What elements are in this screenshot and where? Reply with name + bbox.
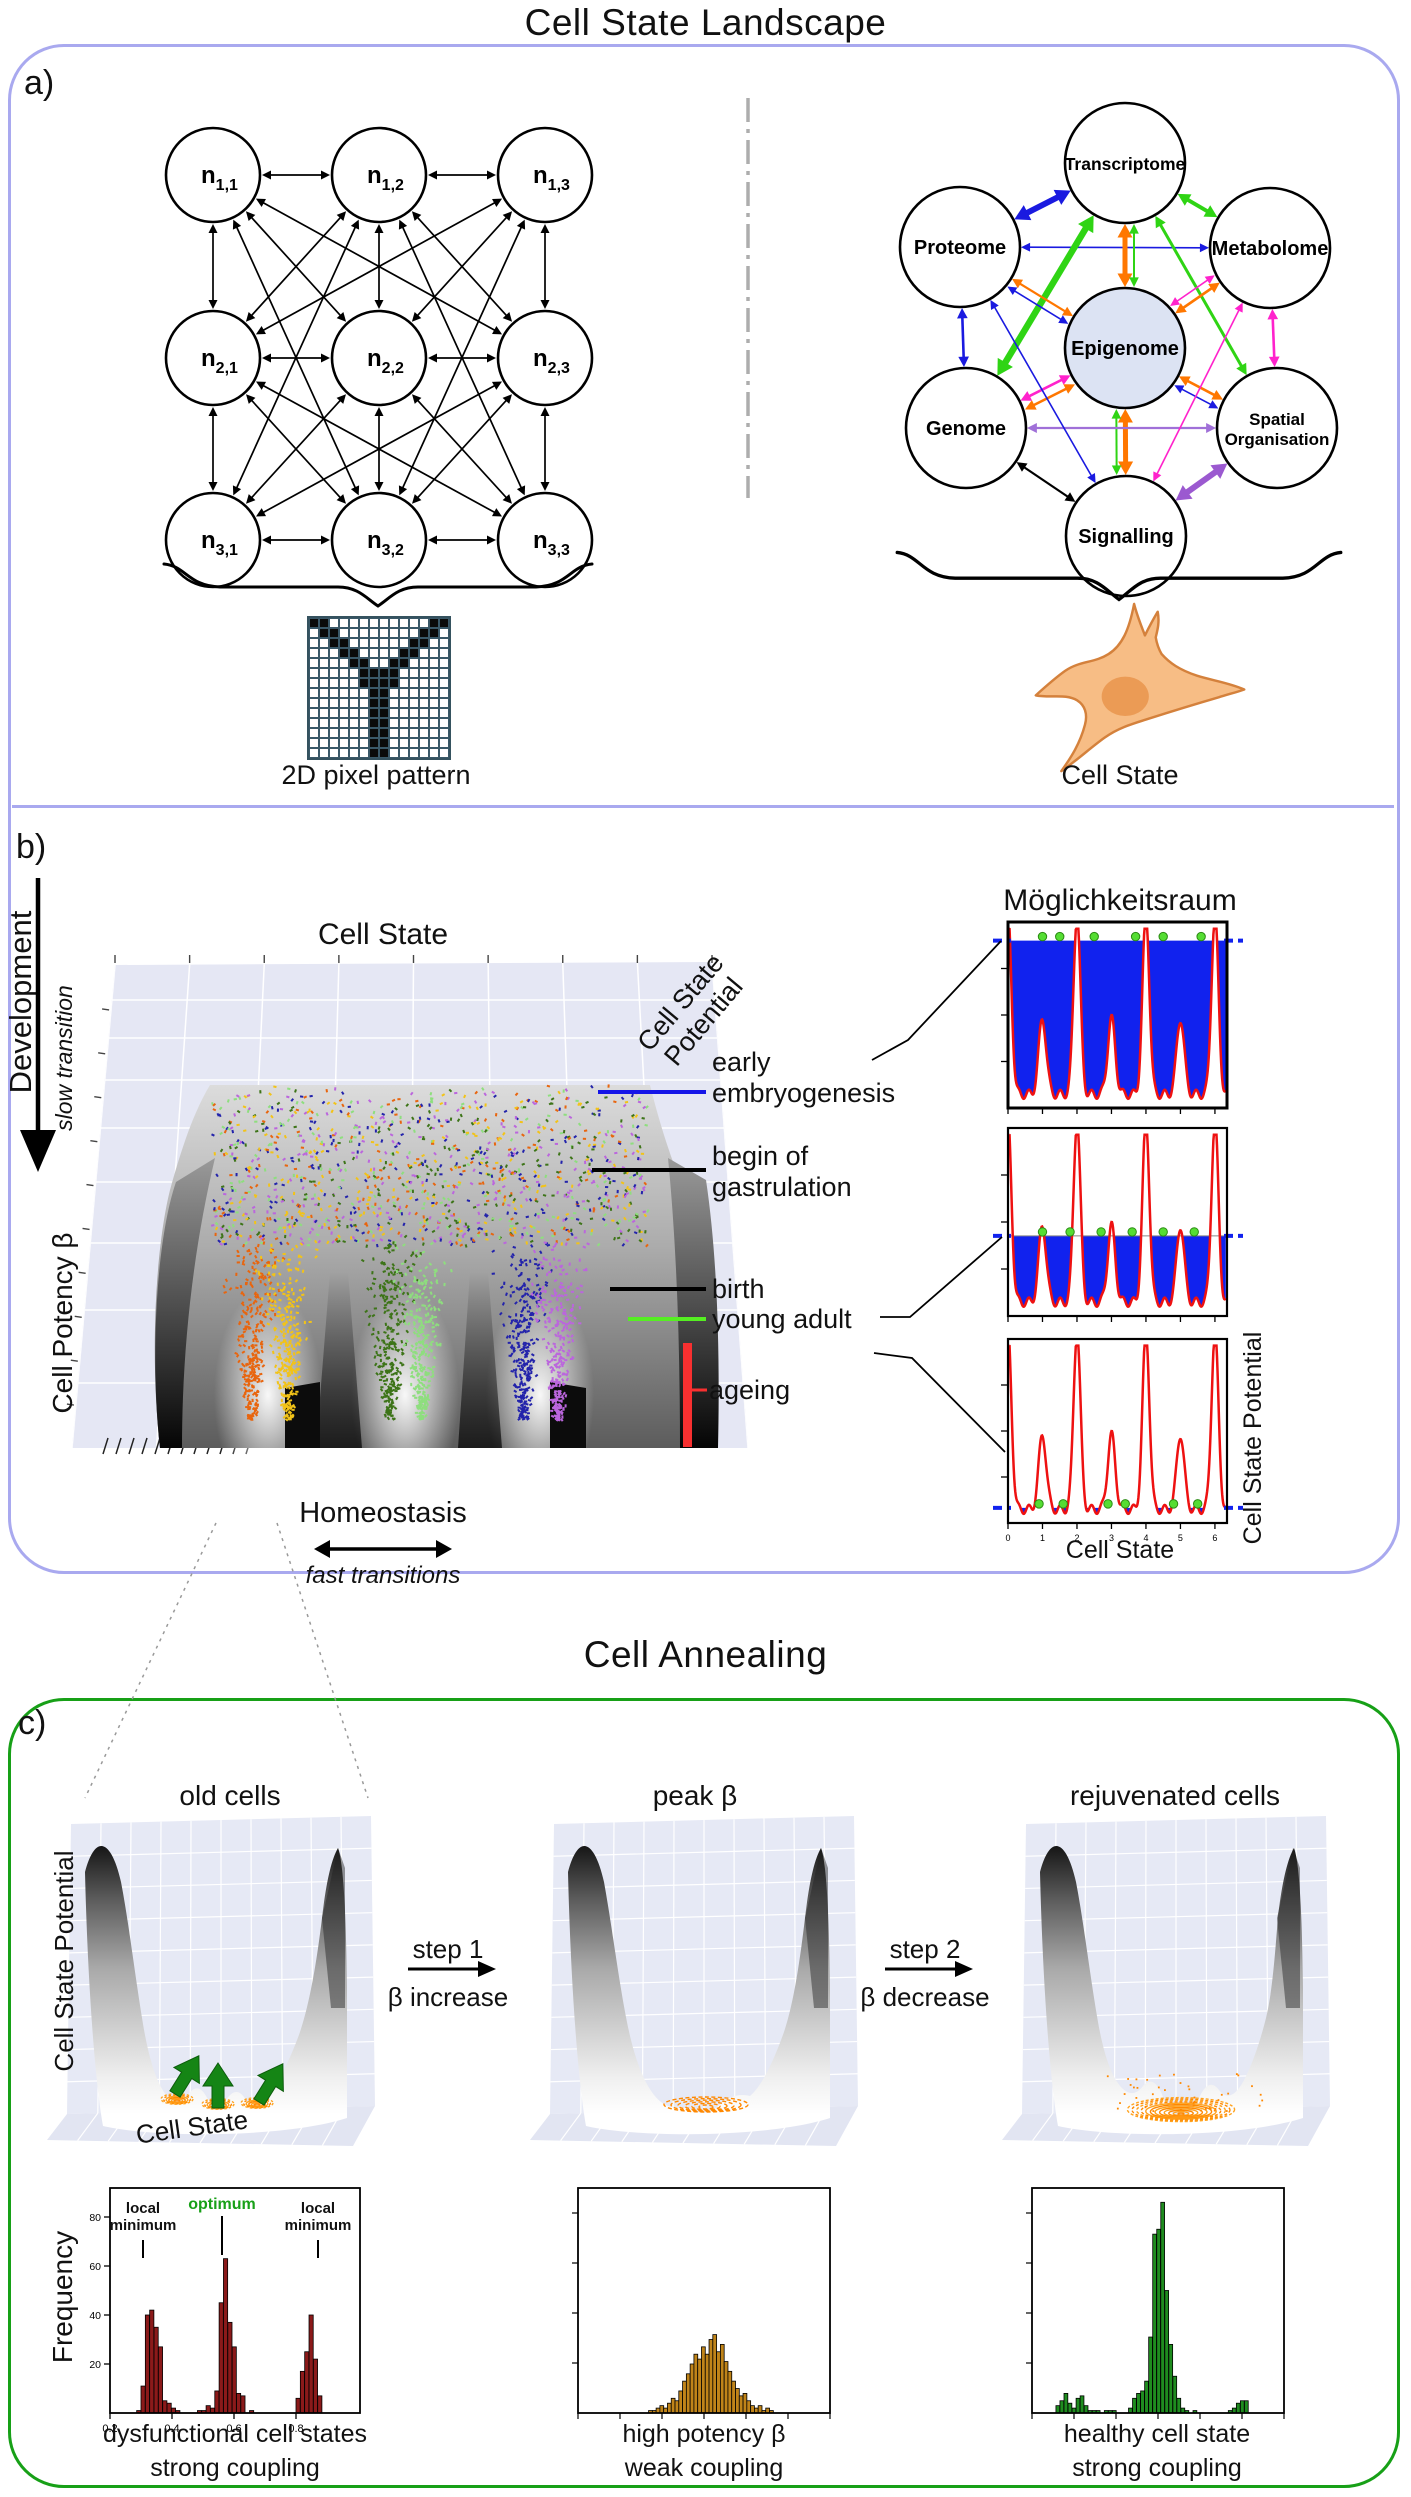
caption-hist1-line2: strong coupling: [150, 2454, 320, 2482]
caption-hist2-line1: high potency β: [622, 2420, 786, 2448]
axis-development: Development: [3, 910, 38, 1094]
svg-text:4: 4: [1143, 1533, 1148, 1543]
surface-peak-beta: [530, 1816, 858, 2146]
svg-text:Proteome: Proteome: [914, 237, 1006, 259]
cell-nucleus: [1101, 676, 1149, 717]
svg-text:60: 60: [89, 2261, 101, 2273]
svg-text:5: 5: [1178, 1533, 1183, 1543]
svg-text:0: 0: [1005, 1533, 1010, 1543]
inset-title: Möglichkeitsraum: [1003, 884, 1237, 917]
inset-xlabel: Cell State: [1065, 1536, 1175, 1564]
panel-b-label: b): [16, 828, 47, 866]
svg-text:0.8: 0.8: [288, 2423, 303, 2435]
histogram-healthy: [1026, 2187, 1285, 2419]
svg-text:0.6: 0.6: [226, 2423, 241, 2435]
histogram-high-potency: [572, 2187, 831, 2419]
svg-text:1: 1: [1040, 1533, 1045, 1543]
pixel-grid-caption: 2D pixel pattern: [281, 760, 471, 790]
surface-ylabel: Cell State Potential: [49, 1850, 79, 2072]
svg-text:n2,1: n2,1: [201, 345, 238, 377]
svg-text:80: 80: [89, 2212, 101, 2224]
moeglichkeitsraum-plots: 0 1 2 3 4 5 6: [993, 920, 1243, 1543]
inset-ylabel: Cell State Potential: [1239, 1331, 1267, 1545]
step1-sub: β increase: [387, 1982, 509, 2012]
pixel-pattern-grid: [307, 616, 451, 760]
step1-label: step 1: [412, 1934, 484, 1964]
panel-ab-divider: [12, 805, 1394, 808]
homeostasis-label: Homeostasis: [299, 1497, 467, 1529]
surface-old-cells: [47, 1816, 375, 2146]
panel-c-border: [8, 1698, 1400, 2488]
brace-right: [895, 550, 1343, 602]
histogram-dysfunctional: 20 40 60 80 0.2 0.4 0.6 0.8: [89, 2187, 361, 2435]
svg-text:20: 20: [89, 2359, 101, 2371]
panel-ab-border: [8, 44, 1400, 1574]
svg-text:40: 40: [89, 2310, 101, 2322]
axis-cell-potency: Cell Potency β: [47, 1232, 78, 1414]
axis-development-sub: slow transition: [51, 985, 77, 1131]
caption-hist2-line2: weak coupling: [624, 2454, 784, 2482]
svg-text:Spatial: Spatial: [1249, 410, 1305, 429]
caption-hist3-line1: healthy cell state: [1063, 2420, 1251, 2448]
cell-state-landscape-3d: [66, 955, 748, 1503]
surface-title-rejuvenated: rejuvenated cells: [1069, 1780, 1281, 1811]
svg-text:Metabolome: Metabolome: [1212, 238, 1329, 260]
annotation-birth: birth: [712, 1274, 765, 1304]
svg-text:Epigenome: Epigenome: [1071, 338, 1179, 360]
brace-left: [162, 562, 594, 608]
cell-caption: Cell State: [1061, 760, 1179, 790]
annotation-ageing: ageing: [709, 1375, 791, 1405]
step2-sub: β decrease: [860, 1982, 990, 2012]
svg-text:2: 2: [1074, 1533, 1079, 1543]
figure-title: Cell State Landscape: [524, 2, 887, 43]
frequency-label: Frequency: [47, 2230, 78, 2364]
annealing-title: Cell Annealing: [583, 1634, 828, 1675]
svg-text:Organisation: Organisation: [1225, 430, 1330, 449]
panel-a-label: a): [24, 64, 55, 102]
svg-text:6: 6: [1212, 1533, 1217, 1543]
svg-text:Signalling: Signalling: [1078, 526, 1174, 548]
step2-label: step 2: [889, 1934, 961, 1964]
svg-text:0.4: 0.4: [164, 2423, 179, 2435]
panel-c-label: c): [18, 1704, 47, 1742]
axis-cell-state-top: Cell State: [317, 918, 449, 951]
svg-text:Genome: Genome: [926, 418, 1006, 440]
svg-text:Transcriptome: Transcriptome: [1065, 154, 1186, 174]
caption-hist3-line2: strong coupling: [1072, 2454, 1242, 2482]
surface-title-peak-beta: peak β: [652, 1780, 738, 1811]
annotation-young-adult: young adult: [712, 1304, 852, 1334]
caption-hist1-line1: dysfunctional cell states: [102, 2420, 368, 2448]
svg-text:0.2: 0.2: [102, 2423, 117, 2435]
hist-annotation-optimum: optimum: [188, 2196, 256, 2213]
surface-rejuvenated: [1002, 1816, 1330, 2146]
homeostasis-sub: fast transitions: [305, 1562, 461, 1589]
svg-text:3: 3: [1109, 1533, 1114, 1543]
cell-illustration: [1034, 602, 1246, 773]
